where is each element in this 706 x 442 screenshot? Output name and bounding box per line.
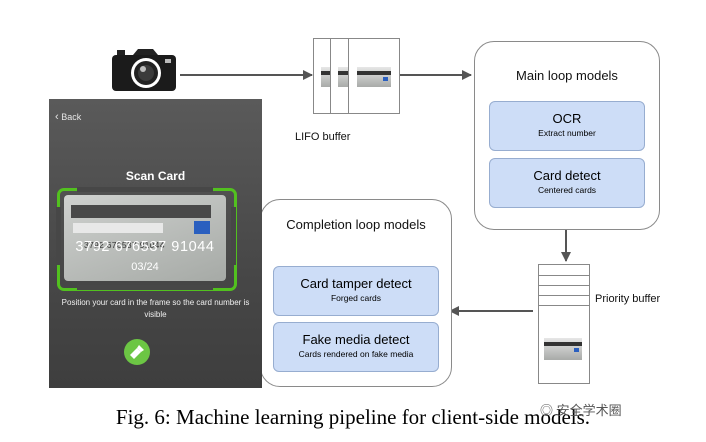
flashlight-button[interactable] [124,339,150,365]
card-detect-model-box: Card detect Centered cards [489,158,645,208]
fake-media-model-title: Fake media detect [302,332,410,347]
card-tamper-model-title: Card tamper detect [300,276,412,291]
priority-card-image [544,338,582,360]
figure-caption: Fig. 6: Machine learning pipeline for cl… [115,405,591,429]
card-printed-number: 3792 676537 91044 [84,240,165,250]
completion-loop-group: Completion loop models Card tamper detec… [260,199,452,387]
card-detect-model-subtitle: Centered cards [537,185,597,195]
watermark-text: 安全学术圈 [556,403,622,418]
detected-expiry-date: 03/24 [131,261,159,273]
card-tamper-model-subtitle: Forged cards [330,293,382,303]
card-tamper-model-box: Card tamper detect Forged cards [273,266,439,316]
fake-media-model-box: Fake media detect Cards rendered on fake… [273,322,439,372]
fake-media-model-subtitle: Cards rendered on fake media [298,349,414,359]
main-loop-title: Main loop models [516,68,618,83]
back-button[interactable]: ‹ Back [55,111,81,123]
main-loop-group: Main loop models OCR Extract number Card… [474,41,660,230]
back-label: Back [61,112,82,122]
lifo-buffer-label: LIFO buffer [295,131,351,143]
magnetic-stripe [71,205,211,218]
priority-buffer-label: Priority buffer [595,293,661,305]
lifo-frame-3 [348,38,400,114]
watermark: ◎ 安全学术圈 [540,400,622,419]
ocr-model-subtitle: Extract number [538,128,596,138]
scan-card-title: Scan Card [125,169,186,183]
phone-scan-screen: ‹ Back Scan Card 3792 676537 91044 3792 … [49,99,262,388]
wechat-icon: ◎ [540,403,554,418]
ocr-model-box: OCR Extract number [489,101,645,151]
completion-loop-title: Completion loop models [286,217,426,232]
credit-card-image: 3792 676537 91044 [64,195,226,281]
priority-buffer [538,264,590,384]
card-detect-model-title: Card detect [533,168,601,183]
camera-icon [112,49,176,91]
detected-card-number: 3792 676537 91044 [75,239,215,255]
scan-instruction: Position your card in the frame so the c… [61,298,250,319]
signature-panel [73,223,163,233]
card-brand-logo [194,221,210,234]
ocr-model-title: OCR [552,111,582,126]
back-chevron-icon: ‹ [55,111,59,123]
flashlight-icon [130,345,144,359]
